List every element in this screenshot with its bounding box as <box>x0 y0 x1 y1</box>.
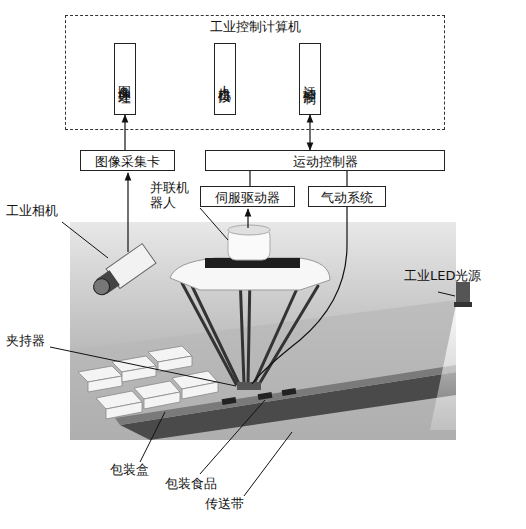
photo-background <box>70 222 456 440</box>
packaged-food <box>222 388 297 405</box>
box-label: 气动系统 <box>309 189 385 204</box>
conveyor-belt <box>120 372 456 440</box>
box-label: 图像采集卡 <box>81 153 174 168</box>
robot-arms <box>182 275 318 386</box>
connector <box>124 115 125 150</box>
table-surface <box>70 300 456 440</box>
software-module: 运动控制 <box>299 43 321 115</box>
parallel-robot <box>170 225 330 390</box>
industrial-camera <box>88 244 156 302</box>
connector <box>249 171 250 186</box>
computer-frame: 工业控制计算机图像处理 人机接口 运动控制 <box>65 15 445 130</box>
box-label: 人机接口 <box>218 75 233 83</box>
robot-wire <box>247 209 248 228</box>
hardware-box: 伺服驱动器 <box>200 186 295 207</box>
hardware-box: 气动系统 <box>308 186 386 207</box>
light-beam <box>430 305 500 430</box>
part-label: 并联机 器人 <box>150 180 195 210</box>
software-module: 图像处理 <box>114 43 136 115</box>
gripper <box>237 382 261 390</box>
leader-lines <box>50 208 455 496</box>
box-label: 工业控制计算机 <box>66 19 444 34</box>
connector <box>346 171 347 186</box>
led-light <box>454 282 472 307</box>
part-label: 夹持器 <box>6 333 66 348</box>
part-label: 传送带 <box>205 496 265 511</box>
box-label: 伺服驱动器 <box>201 189 294 204</box>
hardware-box: 图像采集卡 <box>80 150 175 171</box>
part-label: 工业LED光源 <box>404 268 514 283</box>
box-label: 运动控制器 <box>206 153 444 168</box>
conveyor-edge <box>115 365 456 425</box>
box-label: 运动控制 <box>303 75 318 83</box>
connector <box>309 115 310 150</box>
software-module: 人机接口 <box>214 43 236 115</box>
part-label: 包装食品 <box>165 476 235 491</box>
hardware-box: 运动控制器 <box>205 150 445 171</box>
part-label: 工业相机 <box>6 203 76 218</box>
camera-wire <box>127 173 128 252</box>
air-hose <box>252 207 347 384</box>
box-label: 图像处理 <box>118 75 133 83</box>
part-label: 包装盒 <box>110 462 170 477</box>
